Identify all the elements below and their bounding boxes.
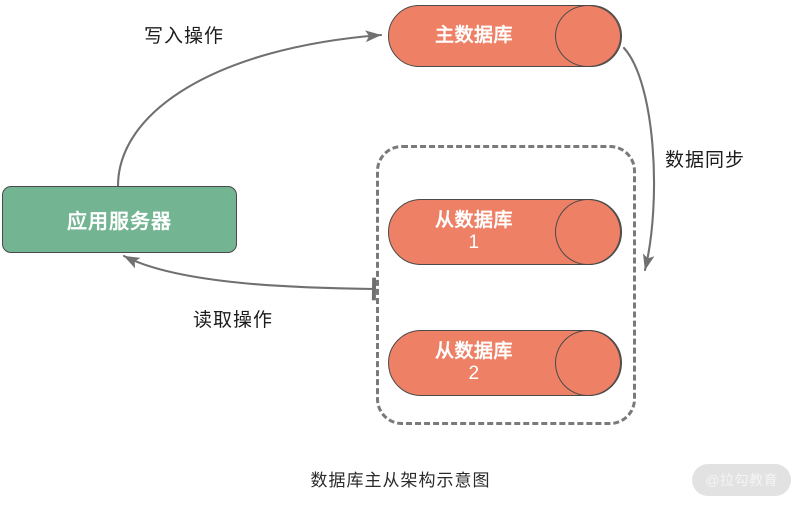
edge-write-path xyxy=(116,30,383,188)
edge-label-read-operation: 读取操作 xyxy=(193,310,274,331)
node-application-server-label: 应用服务器 xyxy=(67,211,172,233)
database-cylinder-cap-icon xyxy=(555,4,621,68)
node-master-database-title: 主数据库 xyxy=(434,24,513,46)
node-application-server[interactable]: 应用服务器 xyxy=(2,186,237,253)
database-cylinder-cap-icon xyxy=(555,198,621,266)
node-slave-database-2-label: 从数据库 2 xyxy=(389,331,559,395)
node-slave-database-2-title: 从数据库 xyxy=(434,340,513,362)
edge-label-data-sync: 数据同步 xyxy=(665,150,746,171)
node-master-database-label: 主数据库 xyxy=(389,6,559,66)
node-master-database[interactable]: 主数据库 xyxy=(388,4,622,68)
node-slave-database-1[interactable]: 从数据库 1 xyxy=(388,198,622,266)
diagram-caption: 数据库主从架构示意图 xyxy=(310,471,491,490)
node-slave-database-1-label: 从数据库 1 xyxy=(389,200,559,264)
edge-read-path xyxy=(122,254,377,301)
edge-label-write-operation: 写入操作 xyxy=(144,26,225,47)
slave-group-container xyxy=(376,145,636,425)
node-slave-database-2-index: 2 xyxy=(468,363,480,384)
node-slave-database-1-index: 1 xyxy=(468,232,480,253)
node-slave-database-2[interactable]: 从数据库 2 xyxy=(388,329,622,397)
database-cylinder-cap-icon xyxy=(555,329,621,397)
node-slave-database-1-title: 从数据库 xyxy=(434,209,513,231)
watermark-badge: @拉勾教育 xyxy=(692,464,791,496)
